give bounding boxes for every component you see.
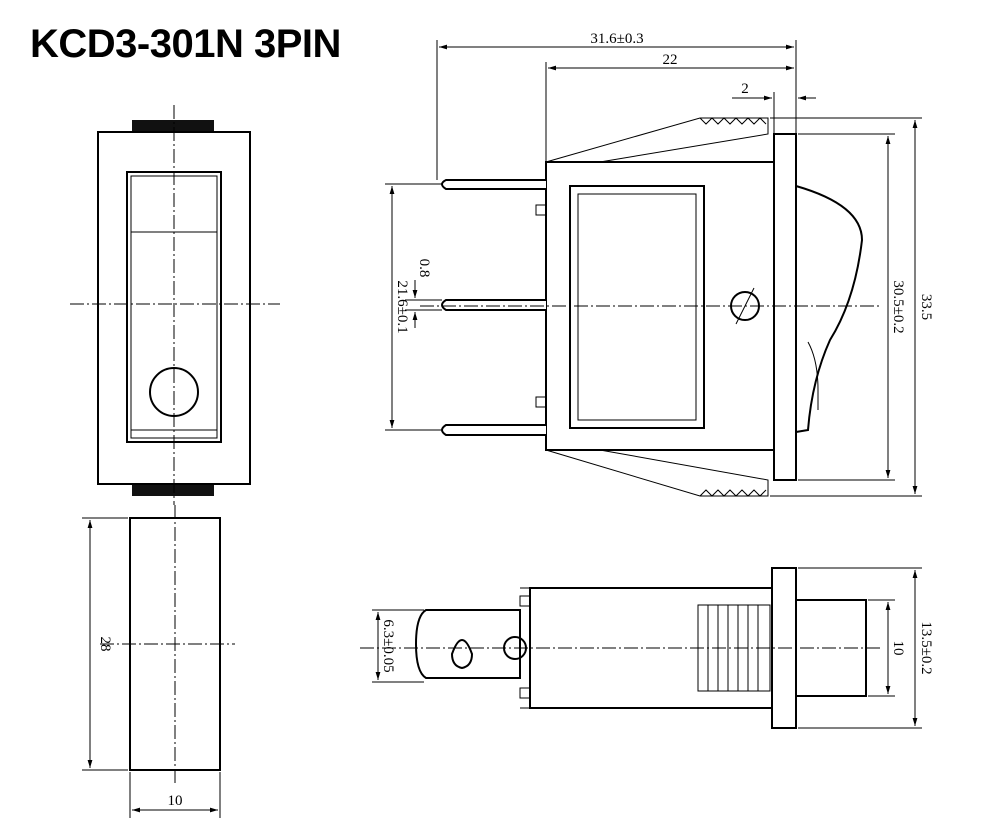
dim-pin-thickness: 0.8 — [416, 259, 432, 278]
bottom-clip — [132, 484, 214, 496]
lower-clip — [545, 449, 769, 497]
front-view — [70, 105, 280, 505]
rocker-profile — [795, 185, 864, 433]
dim-tab-width: 6.3±0.05 — [380, 619, 396, 672]
dim-pin-span: 21.6±0.1 — [394, 280, 410, 333]
pin-3 — [441, 424, 546, 436]
tab-hole — [450, 639, 474, 670]
profile-view — [385, 40, 922, 497]
top-clip — [132, 120, 214, 132]
pin-2 — [441, 299, 546, 311]
lens-window — [569, 185, 705, 429]
upper-clip — [545, 117, 769, 163]
diagram-title: KCD3-301N 3PIN — [30, 22, 341, 66]
side-view — [82, 505, 235, 818]
dim-flange: 2 — [741, 81, 749, 97]
dim-side-height: 28 — [97, 637, 113, 652]
bezel-flange — [773, 133, 797, 481]
pin-1 — [441, 179, 546, 190]
dim-height-bezel: 30.5±0.2 — [890, 280, 906, 333]
dim-body-width: 10 — [890, 641, 906, 656]
dim-body-length: 22 — [663, 52, 678, 68]
dim-side-width: 10 — [168, 793, 183, 809]
dim-overall-length: 31.6±0.3 — [590, 31, 643, 47]
dim-height-outer: 33.5 — [918, 294, 934, 320]
dim-bezel-width: 13.5±0.2 — [918, 621, 934, 674]
top-view — [360, 567, 922, 729]
